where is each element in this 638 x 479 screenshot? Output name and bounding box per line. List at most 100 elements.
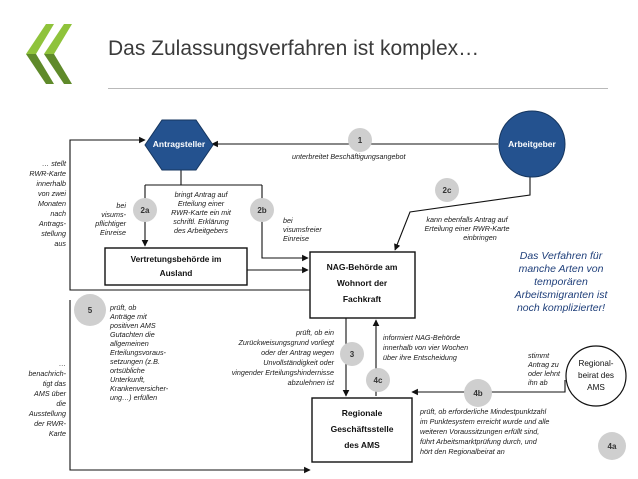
title-rule [108, 88, 608, 89]
node-vertretung: Vertretungsbehörde im Ausland [104, 247, 248, 286]
step-2c: 2c [435, 178, 459, 202]
svg-text:Ausstellung: Ausstellung [28, 409, 66, 418]
svg-text:vingender Erteilungshinderniss: vingender Erteilungshindernisse [232, 368, 334, 377]
regionalbeirat-line-1: Regional- [578, 359, 613, 368]
arrow-left-ams [69, 300, 310, 471]
svg-text:3: 3 [350, 350, 355, 359]
svg-text:weiteren Voraussitzungen erfül: weiteren Voraussitzungen erfüllt sind, [420, 427, 539, 436]
svg-text:4a: 4a [608, 442, 617, 451]
text-step-2a-box: bringt Antrag auf Erteilung einer RWR-Ka… [160, 189, 240, 243]
text-step-2b: bei visumsfreier Einreise [283, 216, 322, 243]
step-3: 3 [340, 342, 364, 366]
oecd-logo [26, 24, 72, 84]
svg-text:2c: 2c [443, 186, 452, 195]
svg-text:einbringen: einbringen [463, 233, 497, 242]
svg-text:stellung: stellung [41, 229, 66, 238]
node-regionalbeirat: Regional- beirat des AMS [565, 345, 627, 407]
step-4c: 4c [366, 368, 390, 392]
svg-text:kann ebenfalls Antrag auf: kann ebenfalls Antrag auf [426, 215, 508, 224]
slide-title: Das Zulassungsverfahren ist komplex… [108, 37, 480, 60]
svg-text:Krankenversicher-: Krankenversicher- [110, 384, 169, 393]
step-4b: 4b [464, 379, 492, 407]
svg-text:bei: bei [116, 201, 126, 210]
svg-text:bei: bei [283, 216, 293, 225]
svg-text:Erteilungsvoraus-: Erteilungsvoraus- [110, 348, 167, 357]
ams-line-3: des AMS [344, 440, 380, 450]
text-step-2a: bei visums- pflichtiger Einreise [94, 201, 126, 237]
svg-text:Einreise: Einreise [100, 228, 126, 237]
svg-text:nach: nach [50, 209, 66, 218]
svg-text:ung…) erfüllen: ung…) erfüllen [110, 393, 157, 402]
node-arbeitgeber: Arbeitgeber [498, 110, 566, 178]
svg-text:AMS über: AMS über [33, 389, 67, 398]
arbeitgeber-label: Arbeitgeber [508, 139, 556, 149]
svg-text:über ihre Entscheidung: über ihre Entscheidung [383, 353, 457, 362]
svg-text:setzungen (z.B.: setzungen (z.B. [110, 357, 160, 366]
arrow-2c [394, 170, 531, 251]
node-antragsteller: Antragsteller [144, 119, 214, 171]
svg-text:schriftl. Erklärung: schriftl. Erklärung [173, 217, 229, 226]
step-circles: 1 2a 2b 2c 5 3 4c 4b 4a [74, 128, 626, 460]
svg-text:Unterkunft,: Unterkunft, [110, 375, 145, 384]
svg-text:abzulehnen ist: abzulehnen ist [288, 378, 335, 387]
svg-text:… stellt: … stellt [42, 159, 67, 168]
svg-text:von zwei: von zwei [38, 189, 66, 198]
node-nag: NAG-Behörde am Wohnort der Fachkraft [309, 251, 416, 319]
svg-text:ihn ab: ihn ab [528, 378, 548, 387]
svg-text:prüft, ob: prüft, ob [109, 303, 136, 312]
step-1: 1 [348, 128, 372, 152]
text-step-4a: prüft, ob erforderliche Mindestpunktzahl… [419, 407, 549, 456]
text-step-2c: kann ebenfalls Antrag auf Erteilung eine… [425, 215, 510, 242]
svg-text:allgemeinen: allgemeinen [110, 339, 149, 348]
svg-text:im Punktesystem erreicht wurde: im Punktesystem erreicht wurde und alle [420, 417, 549, 426]
nag-line-3: Fachkraft [343, 294, 381, 304]
svg-text:…: … [59, 359, 66, 368]
svg-text:prüft, ob ein: prüft, ob ein [295, 328, 334, 337]
svg-text:Zurückweisungsgrund vorliegt: Zurückweisungsgrund vorliegt [238, 338, 335, 347]
svg-text:RWR-Karte ein mit: RWR-Karte ein mit [171, 208, 232, 217]
step-2a: 2a [133, 198, 157, 222]
arrow-5 [69, 136, 315, 291]
vertretung-line-1: Vertretungsbehörde im [131, 254, 222, 264]
svg-text:prüft, ob erforderliche Mindes: prüft, ob erforderliche Mindestpunktzahl [419, 407, 547, 416]
svg-text:informiert NAG-Behörde: informiert NAG-Behörde [383, 333, 460, 342]
text-step-1: unterbreitet Beschäftigungsangebot [292, 152, 406, 161]
svg-text:1: 1 [358, 136, 363, 145]
svg-text:RWR-Karte: RWR-Karte [29, 169, 66, 178]
svg-text:4b: 4b [473, 389, 482, 398]
side-note: Das Verfahren für manche Arten von tempo… [514, 250, 608, 314]
arrow-4b [411, 380, 566, 396]
svg-text:Antrag zu: Antrag zu [527, 360, 559, 369]
text-step-4c: informiert NAG-Behörde innerhalb von vie… [383, 333, 468, 362]
nag-line-1: NAG-Behörde am [327, 262, 398, 272]
svg-text:der RWR-: der RWR- [34, 419, 66, 428]
svg-text:Karte: Karte [49, 429, 66, 438]
text-step-3: prüft, ob ein Zurückweisungsgrund vorlie… [232, 328, 335, 387]
text-step-5: prüft, ob Anträge mit positiven AMS Guta… [109, 303, 169, 402]
svg-text:Gutachten die: Gutachten die [110, 330, 155, 339]
svg-text:tigt das: tigt das [43, 379, 67, 388]
svg-text:bringt Antrag auf: bringt Antrag auf [175, 190, 229, 199]
svg-text:benachrich-: benachrich- [28, 369, 66, 378]
svg-text:Erteilung einer RWR-Karte: Erteilung einer RWR-Karte [425, 224, 510, 233]
svg-text:Unvollständigkeit oder: Unvollständigkeit oder [263, 358, 334, 367]
step-2b: 2b [250, 198, 274, 222]
text-left-bottom: … benachrich- tigt das AMS über die Auss… [28, 359, 67, 438]
svg-text:aus: aus [54, 239, 66, 248]
svg-text:die: die [56, 399, 66, 408]
svg-text:innerhalb von vier Wochen: innerhalb von vier Wochen [383, 343, 468, 352]
svg-text:des Arbeitgebers: des Arbeitgebers [174, 226, 228, 235]
svg-text:Erteilung einer: Erteilung einer [178, 199, 225, 208]
regionalbeirat-line-2: beirat des [578, 371, 614, 380]
svg-text:Antrags-: Antrags- [38, 219, 67, 228]
svg-text:2a: 2a [141, 206, 150, 215]
svg-text:stimmt: stimmt [528, 351, 550, 360]
svg-text:visums-: visums- [101, 210, 126, 219]
vertretung-line-2: Ausland [160, 268, 193, 278]
ams-line-1: Regionale [342, 408, 383, 418]
step-4a: 4a [598, 432, 626, 460]
text-step-4b: stimmt Antrag zu oder lehnt ihn ab [527, 351, 561, 387]
antragsteller-label: Antragsteller [153, 139, 206, 149]
svg-text:positiven AMS: positiven AMS [109, 321, 156, 330]
